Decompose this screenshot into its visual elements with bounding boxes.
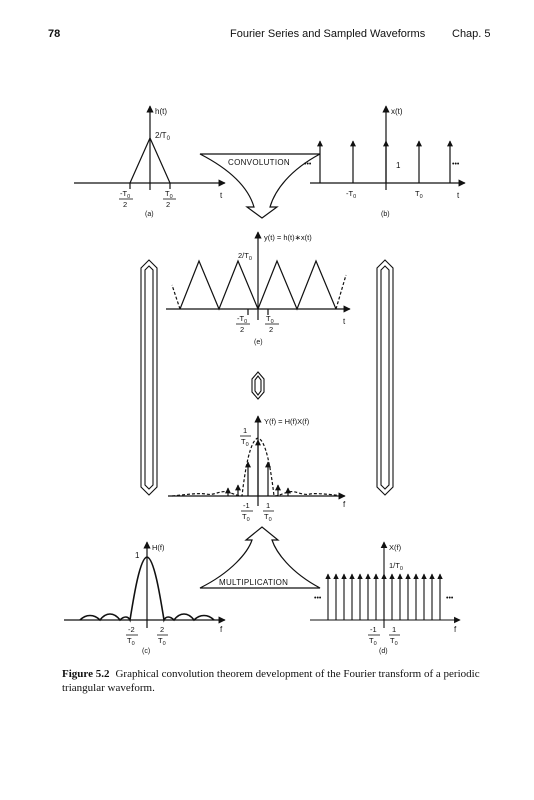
panel-d-pos-den: T0 — [390, 636, 398, 647]
page-number: 78 — [48, 28, 61, 40]
panel-a-y-label: h(t) — [155, 107, 167, 116]
panel-a-pos-half-num: T0 — [165, 189, 173, 200]
panel-b-impulse-label: 1 — [396, 161, 401, 170]
panel-f-pos-den: T0 — [264, 512, 272, 523]
panel-f-f-label: f — [343, 500, 346, 509]
panel-e-pos-half-num: T0 — [266, 314, 274, 325]
panel-e-neg-half-den: 2 — [240, 325, 244, 334]
panel-f — [168, 415, 346, 506]
panel-f-sinc-envelope — [171, 437, 345, 497]
panel-a-pos-half-den: 2 — [166, 200, 170, 209]
panel-d-y-label: X(f) — [389, 543, 402, 552]
panel-d — [310, 541, 461, 628]
panel-f-pos-num: 1 — [266, 501, 270, 510]
panel-e-triangle-wave — [179, 259, 337, 311]
panel-e-panel-label: (e) — [254, 339, 263, 346]
panel-d-impulse-label: 1/T0 — [389, 561, 403, 572]
panel-b-neg-T-label: -T0 — [346, 189, 356, 200]
panel-e-neg-half-num: -T0 — [237, 314, 247, 325]
panel-c-pos-num: 2 — [160, 625, 164, 634]
panel-e-dash-left — [171, 284, 181, 310]
panel-f-y-label: Y(f) = H(f)X(f) — [264, 417, 310, 426]
panel-d-neg-num: -1 — [370, 625, 377, 634]
panel-a-neg-half-num: -T0 — [120, 189, 130, 200]
panel-c-neg-den: T0 — [127, 636, 135, 647]
panel-e-t-label: t — [343, 317, 346, 326]
panel-e-y-label: y(t) = h(t)∗x(t) — [264, 233, 312, 242]
panel-b — [310, 105, 466, 190]
left-double-arrow — [140, 259, 158, 496]
panel-a-panel-label: (a) — [145, 211, 154, 218]
panel-c-neg-num: -2 — [128, 625, 135, 634]
panel-b-pos-T-label: T0 — [415, 189, 423, 200]
panel-a-triangle — [129, 136, 171, 184]
convolution-funnel — [199, 153, 321, 219]
multiplication-label: MULTIPLICATION — [219, 578, 288, 587]
panel-c-peak-label: 1 — [135, 551, 140, 560]
panel-f-peak-num: 1 — [243, 426, 247, 435]
multiplication-funnel — [199, 526, 321, 589]
panel-e-dash-right — [335, 274, 347, 310]
panel-d-neg-den: T0 — [369, 636, 377, 647]
panel-d-f-label: f — [454, 625, 457, 634]
right-double-arrow — [376, 259, 394, 496]
panel-a-peak-label: 2/T0 — [155, 131, 171, 142]
panel-b-t-label: t — [457, 191, 460, 200]
page-header: 78 Fourier Series and Sampled Waveforms … — [0, 28, 534, 44]
running-title: Fourier Series and Sampled Waveforms — [230, 28, 426, 40]
panel-e — [166, 231, 351, 320]
figure-caption-text: Graphical convolution theorem developmen… — [62, 668, 480, 694]
panel-c-sinc — [79, 556, 215, 623]
panel-c-panel-label: (c) — [142, 648, 150, 655]
panel-d-ellipsis-right: ••• — [446, 595, 454, 602]
panel-b-y-label: x(t) — [391, 107, 403, 116]
panel-b-ellipsis-right: ••• — [452, 161, 460, 168]
panel-d-panel-label: (d) — [379, 648, 388, 655]
panel-e-pos-half-den: 2 — [269, 325, 273, 334]
transform-pair-arrow — [251, 371, 265, 400]
panel-d-impulses — [325, 573, 443, 620]
panel-f-neg-num: -1 — [243, 501, 250, 510]
panel-a-neg-half-den: 2 — [123, 200, 127, 209]
panel-a — [74, 105, 226, 190]
panel-c-y-label: H(f) — [152, 543, 165, 552]
panel-d-ellipsis-left: ••• — [314, 595, 322, 602]
panel-b-ellipsis-left: ••• — [304, 161, 312, 168]
panel-a-t-label: t — [220, 191, 223, 200]
panel-f-neg-den: T0 — [242, 512, 250, 523]
panel-f-peak-den: T0 — [241, 437, 249, 448]
figure-caption-label: Figure 5.2 — [62, 668, 110, 680]
panel-c-f-label: f — [220, 625, 223, 634]
panel-c-pos-den: T0 — [158, 636, 166, 647]
convolution-label: CONVOLUTION — [228, 158, 290, 167]
chapter-label: Chap. 5 — [452, 28, 491, 40]
panel-e-peak-label: 2/T0 — [238, 251, 252, 262]
panel-c — [64, 541, 226, 628]
panel-b-panel-label: (b) — [381, 211, 390, 218]
panel-d-pos-num: 1 — [392, 625, 396, 634]
